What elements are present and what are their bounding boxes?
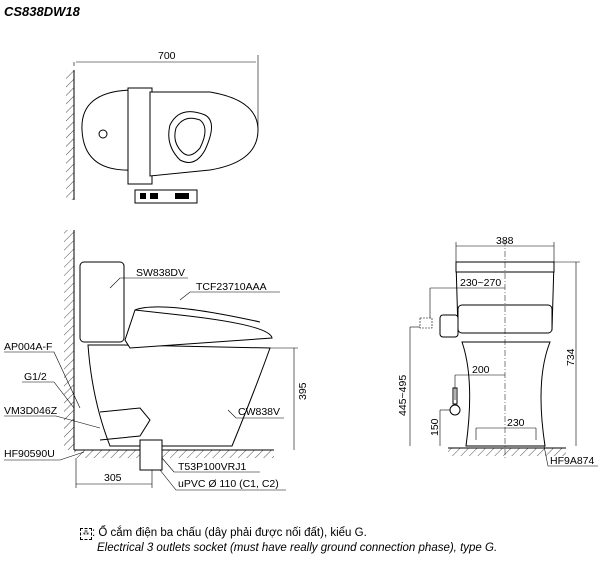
electrical-socket-icon: ⁂ <box>80 528 92 540</box>
side-view: 395 305 SW838DV TCF23710AAA AP004A-F G1/… <box>4 230 309 491</box>
label-g: G1/2 <box>24 371 47 383</box>
top-width-dim: 700 <box>158 50 176 62</box>
label-seat: TCF23710AAA <box>196 281 267 293</box>
note-english: Electrical 3 outlets socket (must have r… <box>97 542 498 554</box>
supply-offset-dim: 200 <box>472 364 490 376</box>
label-hf: HF90590U <box>4 448 55 460</box>
label-ap: AP004A-F <box>4 341 52 353</box>
supply-height-dim: 150 <box>429 418 441 436</box>
label-bowl: CW838V <box>238 406 280 418</box>
bolt-spacing-dim: 230 <box>507 417 525 429</box>
label-pipe: uPVC Ø 110 (C1, C2) <box>178 478 279 490</box>
label-t53: T53P100VRJ1 <box>178 461 246 473</box>
label-front-hf: HF9A874 <box>550 455 595 467</box>
side-height-dim: 395 <box>297 382 309 400</box>
front-width-dim: 388 <box>496 235 514 247</box>
note-vietnamese: : Ổ cắm điện ba chấu (dây phải được nối … <box>92 527 367 539</box>
top-view: 700 <box>66 50 259 204</box>
socket-offset-dim: 230~270 <box>460 277 501 289</box>
label-tank: SW838DV <box>136 267 185 279</box>
label-vm: VM3D046Z <box>4 405 58 417</box>
socket-height-dim: 445~495 <box>397 375 409 416</box>
front-height-dim: 734 <box>565 348 577 366</box>
rough-in-dim: 305 <box>104 472 122 484</box>
front-view: 388 734 230~270 445~495 200 150 230 HF9A… <box>397 235 598 467</box>
model-title: CS838DW18 <box>4 4 80 19</box>
